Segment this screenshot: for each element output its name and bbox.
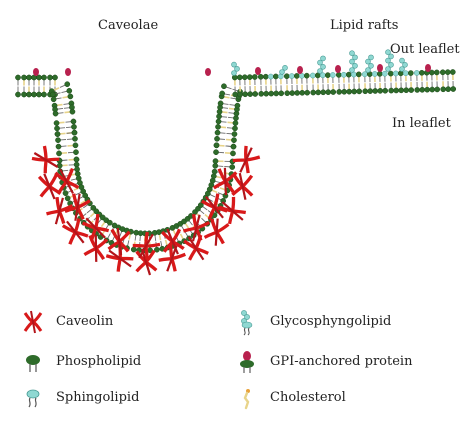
gpi-anchored-protein bbox=[255, 67, 261, 75]
gpi-anchored-protein bbox=[33, 68, 39, 76]
sphingolipid-icon bbox=[26, 389, 40, 408]
glycosphyngolipid bbox=[279, 65, 288, 75]
caveolin-coat bbox=[28, 141, 264, 278]
legend-gpi-anchored-protein: GPI-anchored protein bbox=[232, 350, 442, 374]
legend-caveolin-label: Caveolin bbox=[56, 314, 114, 329]
glycosphyngolipid-icon bbox=[241, 310, 253, 336]
gpi-anchored-protein bbox=[297, 66, 303, 74]
glycosphyngolipid bbox=[231, 61, 240, 76]
legend-gpi-anchored-protein-label: GPI-anchored protein bbox=[270, 354, 413, 369]
glycosphyngolipid bbox=[349, 50, 358, 73]
in-leaflet-label: In leaflet bbox=[392, 116, 451, 131]
legend-cholesterol-label: Cholesterol bbox=[270, 390, 346, 405]
gpi-anchored-protein bbox=[335, 65, 341, 73]
surface-molecules bbox=[33, 49, 431, 76]
caveolin-protein bbox=[230, 171, 255, 202]
legend-phospholipid: Phospholipid bbox=[18, 350, 178, 374]
glycosphyngolipid bbox=[365, 54, 374, 73]
gpi-anchored-protein bbox=[65, 68, 71, 76]
legend-cholesterol: Cholesterol bbox=[232, 386, 432, 410]
legend-sphingolipid-label: Sphingolipid bbox=[56, 390, 140, 405]
gpi-anchored-protein bbox=[377, 64, 383, 72]
glycosphyngolipid bbox=[317, 55, 326, 74]
legend-sphingolipid: Sphingolipid bbox=[18, 386, 178, 410]
glycosphyngolipid bbox=[385, 49, 394, 72]
legend-glycosphyngolipid: Glycosphyngolipid bbox=[232, 310, 432, 336]
out-leaflet-label: Out leaflet bbox=[390, 42, 460, 57]
legend-glycosphyngolipid-label: Glycosphyngolipid bbox=[270, 314, 392, 329]
legend-caveolin: Caveolin bbox=[18, 310, 178, 334]
glycosphyngolipid bbox=[399, 57, 408, 72]
lipid-rafts-label: Lipid rafts bbox=[330, 18, 399, 33]
cholesterol-icon bbox=[243, 389, 250, 410]
caveolae-label: Caveolae bbox=[98, 18, 159, 33]
legend-phospholipid-label: Phospholipid bbox=[56, 354, 142, 369]
caveolin-icon bbox=[23, 310, 43, 334]
phospholipid-icon bbox=[26, 355, 40, 372]
gpi-anchored-protein bbox=[425, 64, 431, 72]
gpi-anchored-protein-icon bbox=[240, 351, 254, 373]
gpi-anchored-protein bbox=[205, 68, 211, 76]
